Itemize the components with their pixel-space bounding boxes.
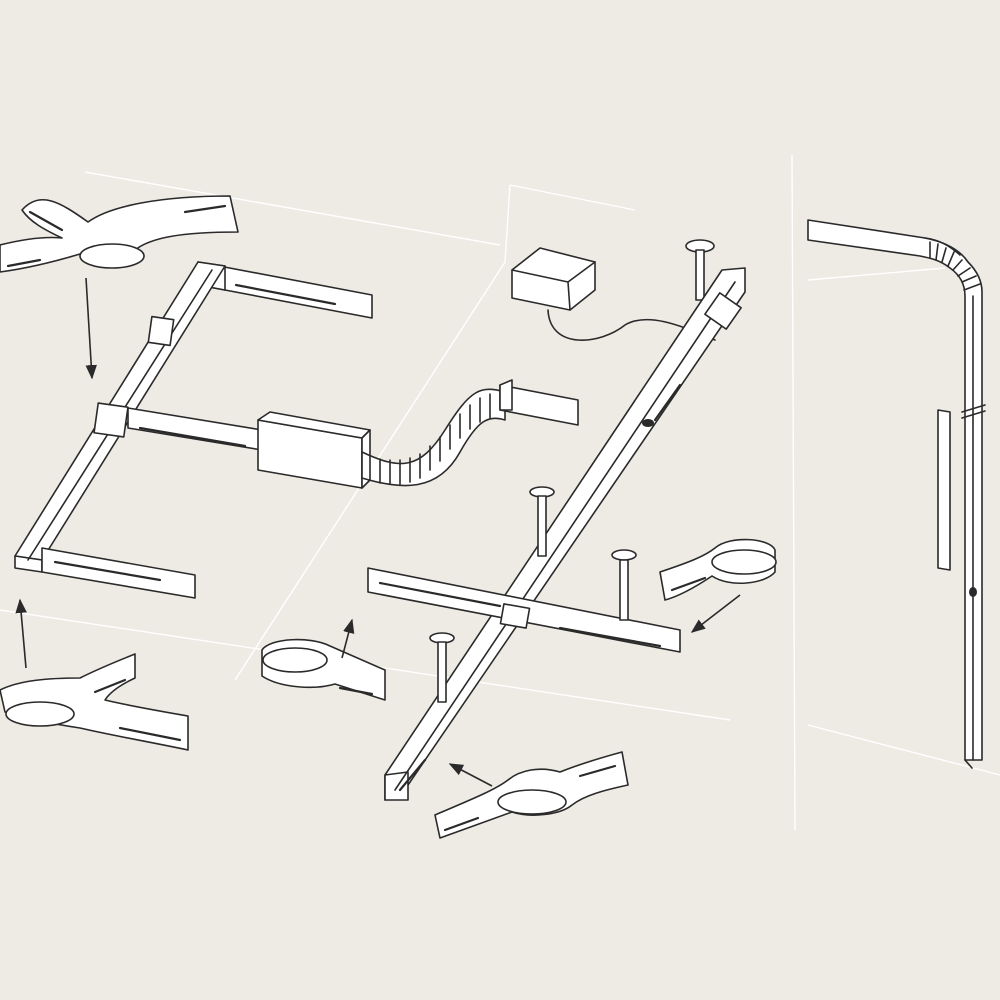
track-rail-icon <box>14 261 226 573</box>
ceiling-suspension-icon <box>429 632 455 703</box>
direction-arrow-icon <box>341 618 355 659</box>
t-connector-icon <box>659 538 777 633</box>
x-connector-icon <box>367 567 681 653</box>
x-connector-icon <box>0 195 239 380</box>
corner-connector-icon <box>0 598 189 751</box>
x-connector-icon <box>434 751 629 839</box>
e-shaped-track-assembly <box>14 261 579 599</box>
ceiling-suspension-icon <box>685 239 715 301</box>
direction-arrow-icon <box>448 763 493 787</box>
t-connector-icon <box>261 618 386 701</box>
cross-track-assembly <box>367 239 746 801</box>
ceiling-suspension-icon <box>529 486 555 557</box>
track-rail-icon <box>41 547 196 599</box>
direction-arrow-icon <box>15 598 27 669</box>
wall-corner-rail-icon <box>807 219 986 769</box>
power-feed-box-icon <box>257 411 371 489</box>
direction-arrow-icon <box>690 594 741 633</box>
track-rail-icon <box>384 267 746 801</box>
direction-arrow-icon <box>85 277 97 380</box>
flexible-connector-icon <box>361 379 579 487</box>
ceiling-suspension-icon <box>611 549 637 621</box>
